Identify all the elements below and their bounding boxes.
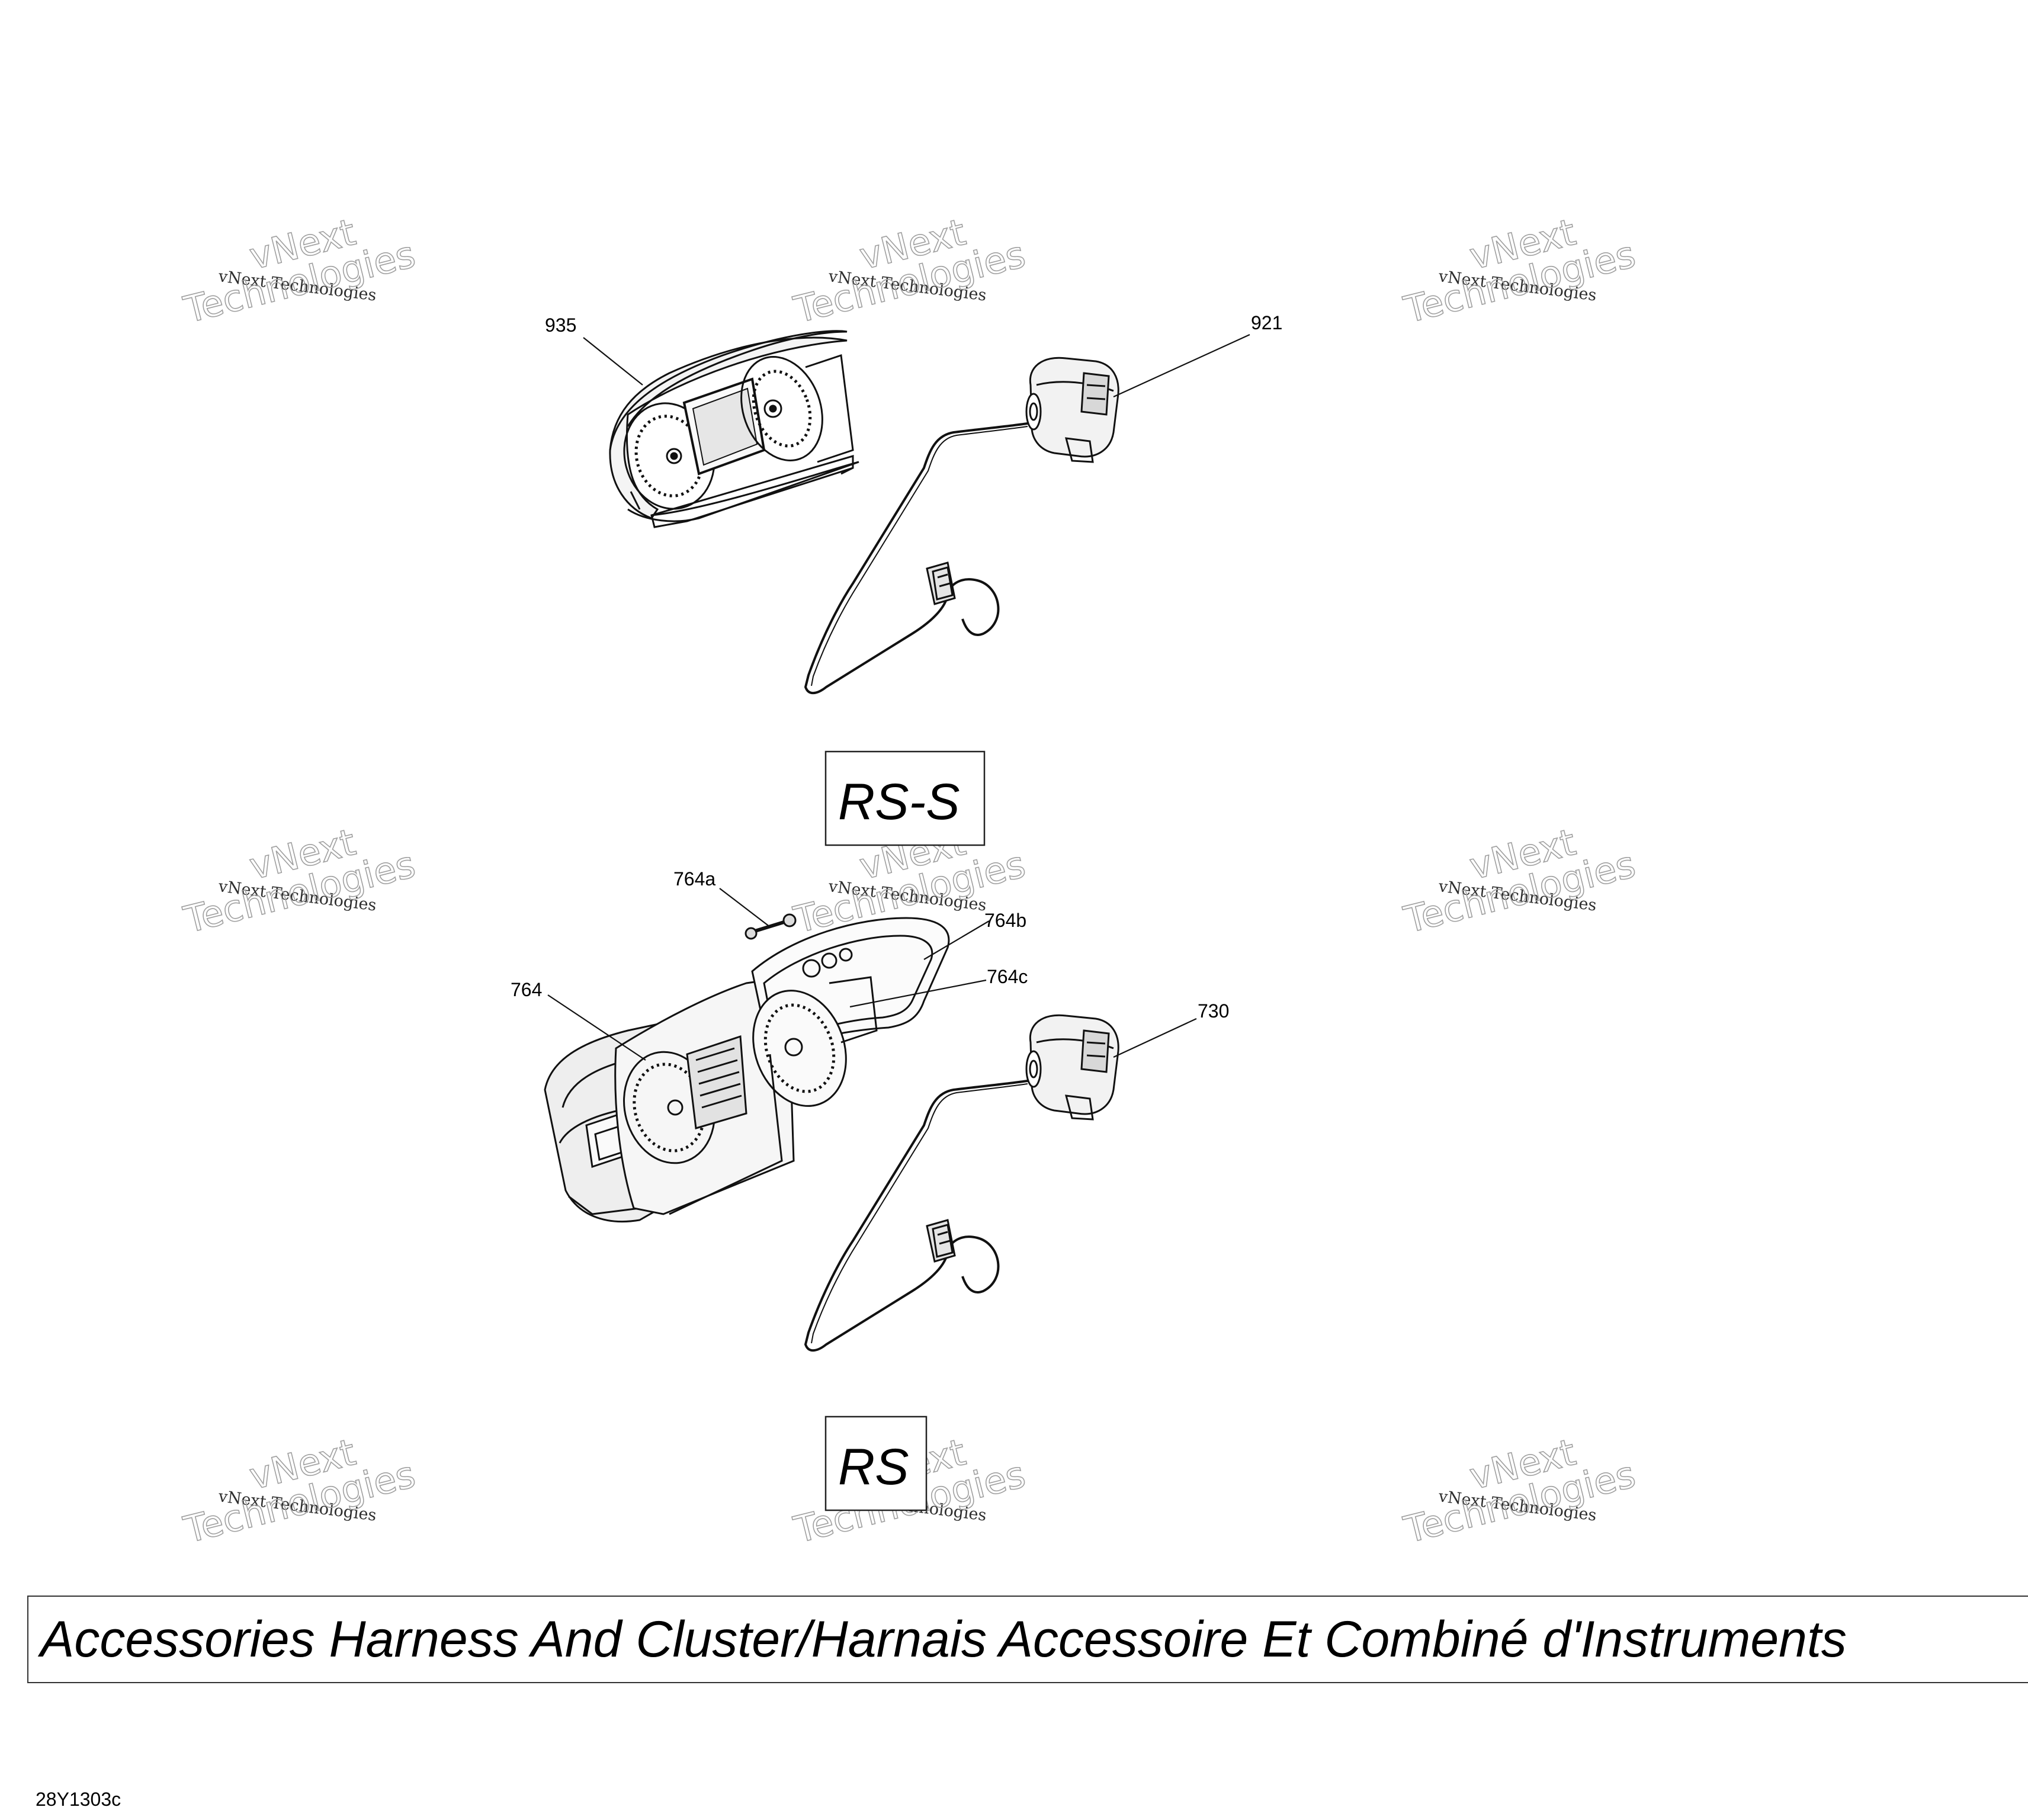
leader-921 [1113, 333, 1250, 398]
variant-rs: RS [838, 1439, 909, 1495]
leader-764c [849, 979, 987, 1008]
watermark: vNext vNext Technologies Technologies [789, 210, 1030, 332]
callout-730: 730 [1198, 1000, 1229, 1022]
callout-764a: 764a [673, 868, 715, 890]
watermark: vNext vNext Technologies Technologies [1399, 820, 1640, 942]
callout-921: 921 [1251, 312, 1282, 333]
watermark: vNext vNext Technologies Technologies [179, 1430, 420, 1552]
drawing-code: 28Y1303c [36, 1789, 121, 1810]
variant-label-lower: RS [824, 1415, 928, 1511]
watermarks: vNext vNext Technologies Technologies vN… [179, 210, 1640, 1552]
switch-harness-921[interactable] [804, 357, 1119, 695]
instrument-cluster-935[interactable] [609, 330, 859, 528]
leader-730 [1113, 1018, 1197, 1058]
leader-764 [547, 994, 646, 1061]
callouts: 935 921 764a 764b 764c 764 730 [511, 312, 1282, 1022]
leader-764a [719, 888, 771, 927]
diagram-title: Accessories Harness And Cluster/Harnais … [40, 1611, 1847, 1668]
callout-764b: 764b [984, 910, 1026, 931]
watermark: vNext vNext Technologies Technologies [179, 820, 420, 942]
title-box: Accessories Harness And Cluster/Harnais … [27, 1596, 2028, 1683]
watermark: vNext vNext Technologies Technologies [179, 210, 420, 332]
variant-label-upper: RS-S [824, 750, 986, 846]
watermark: vNext vNext Technologies Technologies [1399, 1430, 1640, 1552]
variant-rs-s: RS-S [838, 773, 960, 830]
switch-harness-730[interactable] [804, 1014, 1119, 1352]
callout-935: 935 [545, 314, 576, 336]
cluster-assembly-764[interactable] [544, 913, 950, 1223]
callout-764c: 764c [987, 966, 1028, 987]
watermark: vNext vNext Technologies Technologies [1399, 210, 1640, 332]
callout-764: 764 [511, 979, 542, 1000]
leader-935 [583, 337, 643, 386]
leader-764b [923, 920, 990, 960]
leader-lines [547, 333, 1250, 1061]
